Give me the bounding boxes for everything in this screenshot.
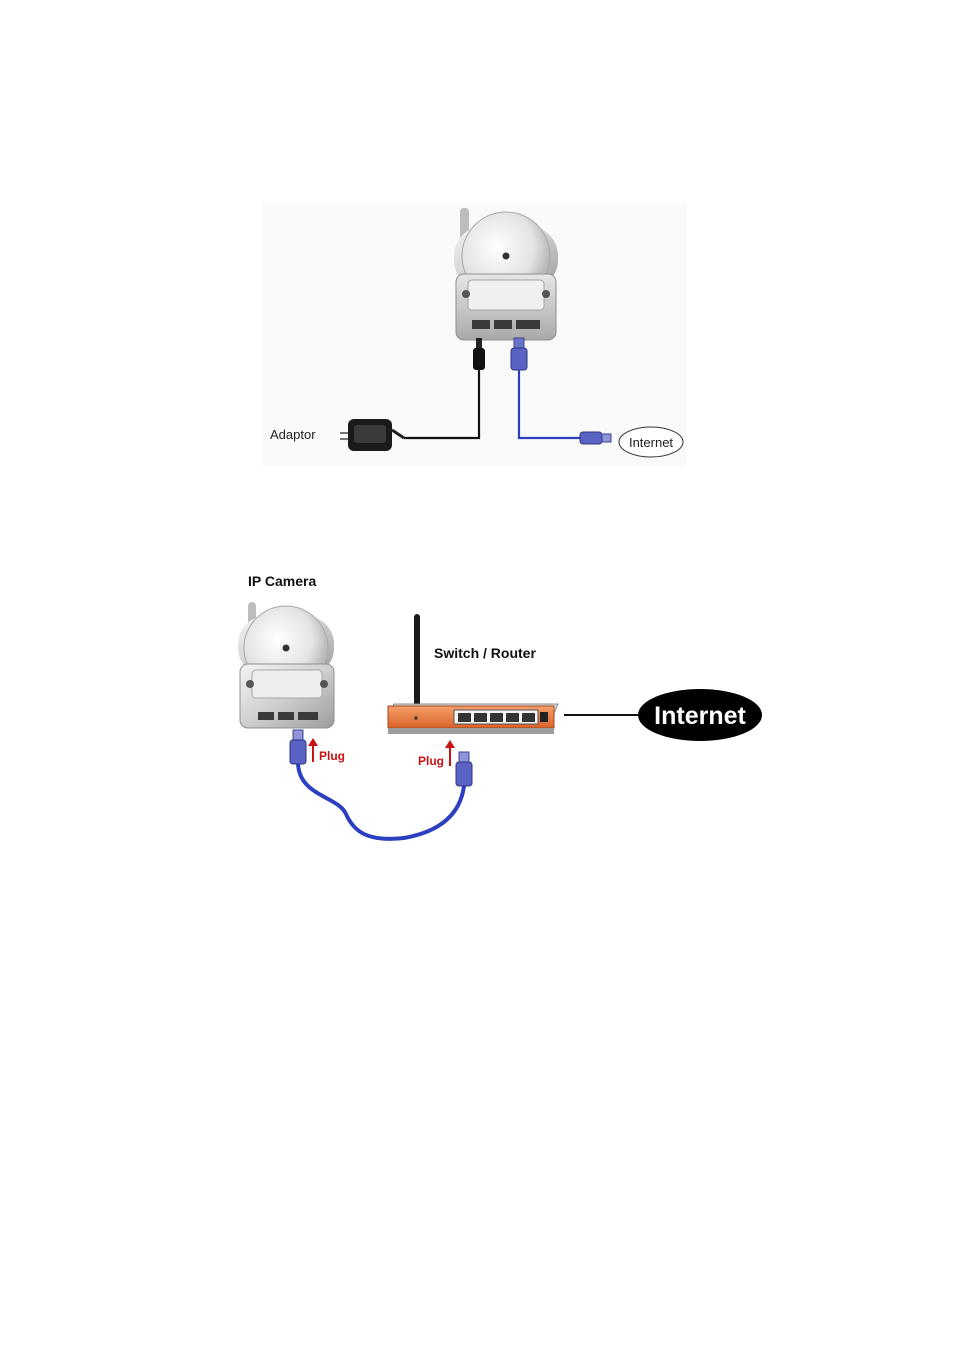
rj45-plug-icon: [510, 337, 528, 371]
internet-bubble: [618, 426, 684, 458]
arrow-up-icon: [445, 740, 455, 766]
power-cable: [404, 370, 481, 440]
diagram-1-canvas: Adaptor Internet: [270, 208, 684, 458]
arrow-up-icon: [308, 738, 318, 762]
internet-cloud: [638, 689, 762, 741]
adaptor-label: Adaptor: [270, 427, 316, 442]
ethernet-cable: [517, 370, 580, 440]
diagram-2-canvas: IP Camera Switch / Router: [238, 573, 762, 841]
internet-label-big: Internet: [654, 702, 746, 730]
rj45-plug-icon-router: [455, 751, 473, 787]
power-adaptor-icon: [340, 419, 405, 451]
plug-label-camera: Plug: [319, 749, 345, 763]
ip-camera-icon: [454, 208, 558, 341]
router-icon: [387, 614, 559, 734]
internet-label-small: Internet: [629, 435, 673, 450]
connection-diagram-router: IP Camera Switch / Router: [228, 570, 768, 850]
ethernet-cable: [296, 761, 466, 841]
dc-plug-icon: [473, 338, 485, 370]
connection-diagram-adaptor: Adaptor Internet: [262, 204, 686, 466]
ip-camera-label: IP Camera: [248, 573, 316, 589]
antenna-icon: [414, 614, 420, 710]
switch-router-label: Switch / Router: [434, 645, 536, 661]
ip-camera-icon: [238, 602, 335, 729]
rj45-plug-icon-end: [579, 431, 612, 445]
rj45-plug-icon-camera: [289, 729, 307, 765]
plug-label-router: Plug: [418, 754, 444, 768]
